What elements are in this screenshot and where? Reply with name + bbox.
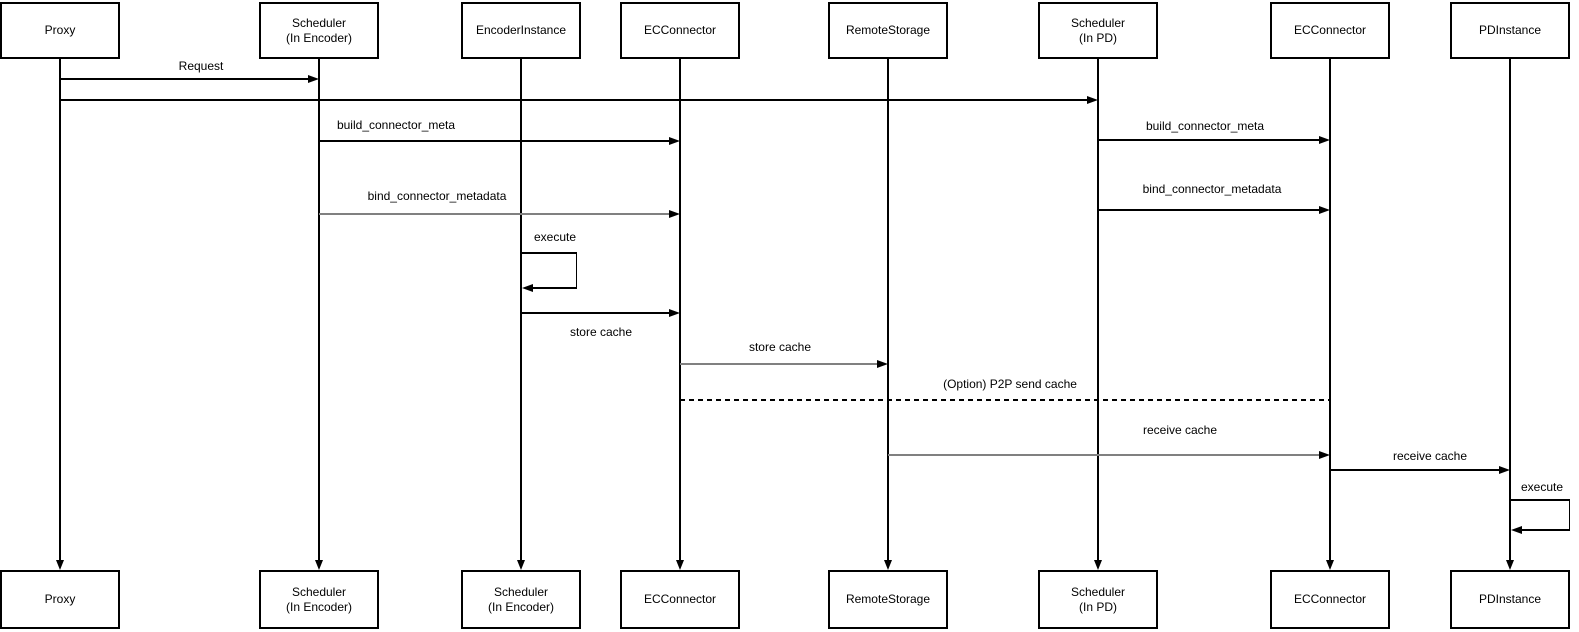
lifeline-encoder-instance	[520, 59, 522, 560]
actor-top-box-ec-connector-encoder: ECConnector	[620, 2, 740, 59]
lifeline-remote-storage	[887, 59, 889, 560]
message-store-cache-encoder-line	[521, 312, 671, 314]
message-store-cache-encoder-arrowhead	[669, 308, 680, 317]
actor-top-box-encoder-instance: EncoderInstance	[461, 2, 581, 59]
message-receive-cache-remote-label: receive cache	[1142, 423, 1218, 437]
lifeline-pd-instance	[1509, 59, 1511, 560]
message-build-connector-meta-encoder-label: build_connector_meta	[336, 118, 456, 132]
lifeline-ec-connector-pd	[1329, 59, 1331, 560]
message-p2p-send-cache-label: (Option) P2P send cache	[943, 377, 1077, 391]
message-build-connector-meta-pd-arrowhead	[1319, 135, 1330, 144]
message-build-connector-meta-pd-line	[1098, 139, 1321, 141]
message-request-arrowhead	[308, 74, 319, 83]
self-loop-execute-pd-label: execute	[1520, 480, 1564, 494]
lifeline-arrowhead-ec-connector-encoder	[675, 560, 684, 570]
message-receive-cache-pd-label: receive cache	[1392, 449, 1468, 463]
message-bind-connector-metadata-encoder-line	[319, 213, 671, 215]
self-loop-execute-pd-right	[1568, 500, 1570, 530]
actor-top-box-proxy: Proxy	[0, 2, 120, 59]
self-loop-execute-pd-arrowhead	[1511, 525, 1522, 534]
message-bind-connector-metadata-pd-arrowhead	[1319, 205, 1330, 214]
message-build-connector-meta-encoder-arrowhead	[669, 136, 680, 145]
self-loop-execute-encoder-right	[575, 253, 577, 288]
actor-top-box-scheduler-pd: Scheduler (In PD)	[1038, 2, 1158, 59]
actor-top-box-scheduler-encoder: Scheduler (In Encoder)	[259, 2, 379, 59]
actor-top-box-pd-instance: PDInstance	[1450, 2, 1570, 59]
message-receive-cache-pd-arrowhead	[1499, 465, 1510, 474]
self-loop-execute-encoder-bottom	[531, 287, 577, 289]
self-loop-execute-encoder-arrowhead	[522, 283, 533, 292]
self-loop-execute-encoder-top	[521, 252, 577, 254]
lifeline-arrowhead-ec-connector-pd	[1325, 560, 1334, 570]
message-store-cache-encoder-label: store cache	[569, 325, 633, 339]
message-bind-connector-metadata-encoder-arrowhead	[669, 209, 680, 218]
message-build-connector-meta-encoder-line	[319, 140, 671, 142]
message-bind-connector-metadata-pd-label: bind_connector_metadata	[1142, 182, 1282, 196]
message-request-label: Request	[178, 59, 224, 73]
actor-bottom-box-encoder-instance: Scheduler (In Encoder)	[461, 570, 581, 629]
message-p2p-send-cache-line	[680, 399, 1330, 401]
lifeline-scheduler-pd	[1097, 59, 1099, 560]
actor-top-box-ec-connector-pd: ECConnector	[1270, 2, 1390, 59]
message-store-cache-remote-line	[680, 362, 879, 366]
message-store-cache-remote-arrowhead	[877, 359, 888, 368]
message-store-cache-remote-label: store cache	[748, 340, 812, 354]
actor-bottom-box-scheduler-encoder: Scheduler (In Encoder)	[259, 570, 379, 629]
lifeline-arrowhead-remote-storage	[883, 560, 892, 570]
lifeline-arrowhead-scheduler-encoder	[314, 560, 323, 570]
actor-bottom-box-proxy: Proxy	[0, 570, 120, 629]
message-bind-connector-metadata-pd-line	[1098, 209, 1321, 211]
lifeline-proxy	[59, 59, 61, 560]
message-request-line	[60, 78, 310, 80]
lifeline-scheduler-encoder	[318, 59, 320, 560]
actor-bottom-box-ec-connector-pd: ECConnector	[1270, 570, 1390, 629]
lifeline-arrowhead-encoder-instance	[516, 560, 525, 570]
message-proxy-to-scheduler-pd-arrowhead	[1087, 95, 1098, 104]
self-loop-execute-pd-top	[1510, 499, 1570, 501]
message-bind-connector-metadata-encoder-label: bind_connector_metadata	[367, 189, 507, 203]
lifeline-arrowhead-scheduler-pd	[1093, 560, 1102, 570]
lifeline-ec-connector-encoder	[679, 59, 681, 560]
lifeline-arrowhead-proxy	[55, 560, 64, 570]
message-proxy-to-scheduler-pd-line	[60, 99, 1089, 101]
lifeline-arrowhead-pd-instance	[1505, 560, 1514, 570]
actor-bottom-box-pd-instance: PDInstance	[1450, 570, 1570, 629]
actor-bottom-box-scheduler-pd: Scheduler (In PD)	[1038, 570, 1158, 629]
self-loop-execute-encoder-label: execute	[533, 230, 577, 244]
message-receive-cache-pd-line	[1330, 469, 1501, 471]
message-build-connector-meta-pd-label: build_connector_meta	[1145, 119, 1265, 133]
message-receive-cache-remote-arrowhead	[1319, 450, 1330, 459]
actor-top-box-remote-storage: RemoteStorage	[828, 2, 948, 59]
message-receive-cache-remote-line	[888, 453, 1321, 457]
actor-bottom-box-ec-connector-encoder: ECConnector	[620, 570, 740, 629]
self-loop-execute-pd-bottom	[1520, 529, 1570, 531]
actor-bottom-box-remote-storage: RemoteStorage	[828, 570, 948, 629]
